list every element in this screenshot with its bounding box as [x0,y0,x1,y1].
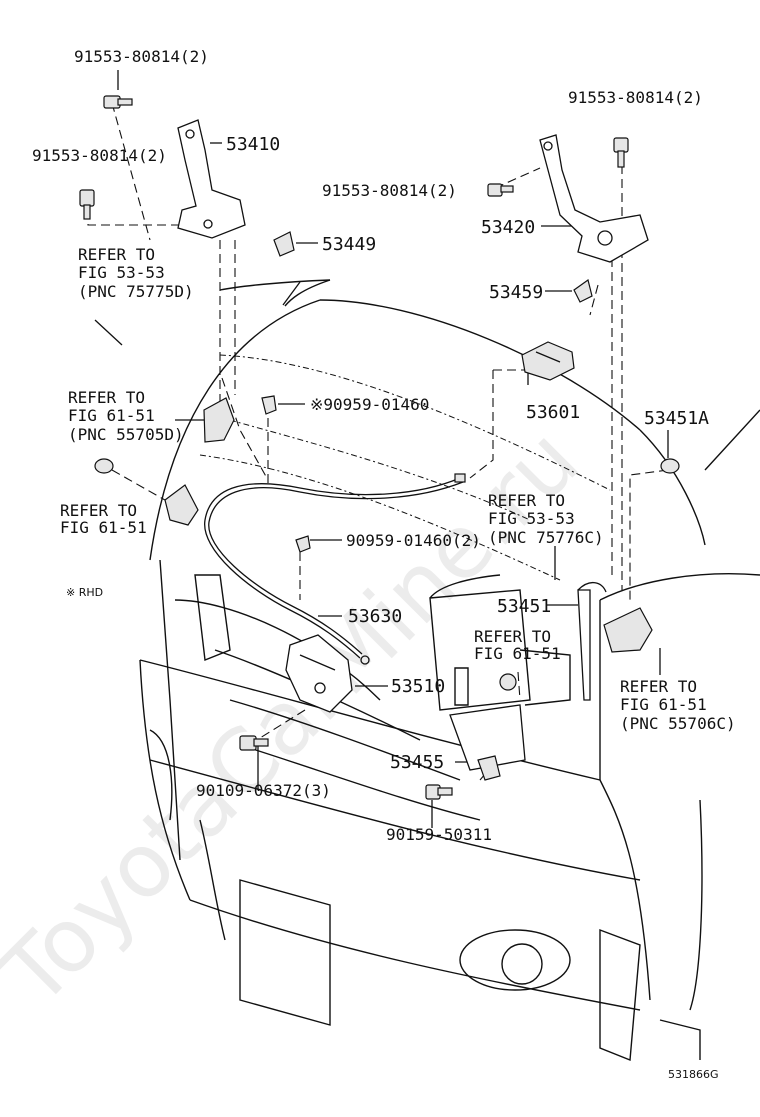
label-clip-90959-2: 90959-01460(2) [346,531,481,550]
label-bolt-left: 91553-80814(2) [32,146,167,165]
label-refer-6151a-l3: (PNC 55705D) [68,425,184,444]
clip-53449 [273,231,295,257]
release-handle-53601 [521,341,575,381]
label-refer-6151a-l1: REFER TO [68,388,145,407]
label-refer-6151d-l3: (PNC 55706C) [620,714,736,733]
label-refer-6151c-l1: REFER TO [474,627,551,646]
bolt-90159 [425,784,453,800]
hood-hinge-right [539,134,649,263]
label-refer-5353b-l1: REFER TO [488,491,565,510]
label-bolt-top-right: 91553-80814(2) [568,88,703,107]
label-bolt-top-left: 91553-80814(2) [74,47,209,66]
label-clip-90959: ※90959-01460 [310,395,429,414]
bolt-top-left [103,95,133,109]
latch-bracket-left [203,397,235,443]
label-refer-6151b-l1: REFER TO [60,501,137,520]
label-hinge-right: 53420 [481,217,535,238]
engine-bay [429,574,571,711]
clip-53459 [573,278,593,303]
label-cushion-53451a: 53451A [644,408,709,429]
label-handle-53601: 53601 [526,402,580,423]
label-refer-6151d-l1: REFER TO [620,677,697,696]
release-cable-53630 [204,477,461,659]
cushion-left [94,458,114,474]
label-figure-code: 531866G [668,1068,719,1081]
label-hinge-left: 53410 [226,134,280,155]
label-refer-6151a-l2: FIG 61-51 [68,406,155,425]
label-rhd-note: ※ RHD [66,586,103,599]
bolt-mid-right [487,183,514,197]
clip-left [261,395,277,415]
label-stay-53451: 53451 [497,596,551,617]
label-cable-53630: 53630 [348,606,402,627]
label-bolt-mid-right: 91553-80814(2) [322,181,457,200]
cushion-right [499,673,517,691]
clip-90959-2 [295,535,311,553]
bumper-stop-left [164,484,199,526]
hood-stay-53451 [577,582,607,701]
label-lock-53510: 53510 [391,676,445,697]
label-clip-53449: 53449 [322,234,376,255]
label-refer-6151d-l2: FIG 61-51 [620,695,707,714]
label-bolt-90109: 90109-06372(3) [196,781,331,800]
label-refer-5353b-l3: (PNC 75776C) [488,528,604,547]
label-refer-5353-l3: (PNC 75775D) [78,282,194,301]
label-refer-6151c-l2: FIG 61-51 [474,644,561,663]
label-refer-6151b-l2: FIG 61-51 [60,518,147,537]
hood-lock-53510 [285,634,353,713]
label-clip-53459: 53459 [489,282,543,303]
latch-bracket-right [603,607,653,653]
bracket-53455 [449,704,526,781]
parts [79,95,680,800]
bolt-top-right [613,137,629,168]
label-refer-5353b-l2: FIG 53-53 [488,509,575,528]
label-refer-5353-l1: REFER TO [78,245,155,264]
vehicle-front-outline [139,279,760,1062]
label-bracket-53455: 53455 [390,752,444,773]
cushion-53451a [660,458,680,474]
bolt-left [79,189,95,220]
label-refer-5353-l2: FIG 53-53 [78,263,165,282]
bolt-90109 [239,735,269,751]
hood-hinge-left [177,119,246,239]
assembly-lines [87,102,669,781]
label-bolt-90159: 90159-50311 [386,825,492,844]
callout-labels: 91553-80814(2) 91553-80814(2) 53410 5344… [32,47,736,1081]
